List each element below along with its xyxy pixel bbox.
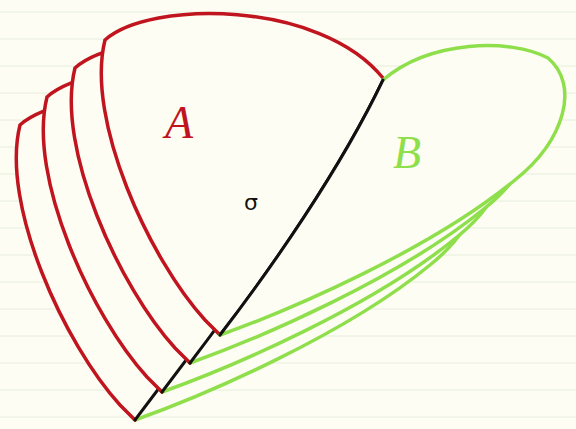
sheet-letter: A [165,100,193,146]
sheet-letter: B [393,130,421,176]
sheet-outline [215,30,575,340]
paper-rule [0,417,576,418]
green-sheet: B [215,30,575,340]
spine-label: σ [244,192,258,214]
paper-rule [0,12,576,13]
paper-rule [0,390,576,391]
